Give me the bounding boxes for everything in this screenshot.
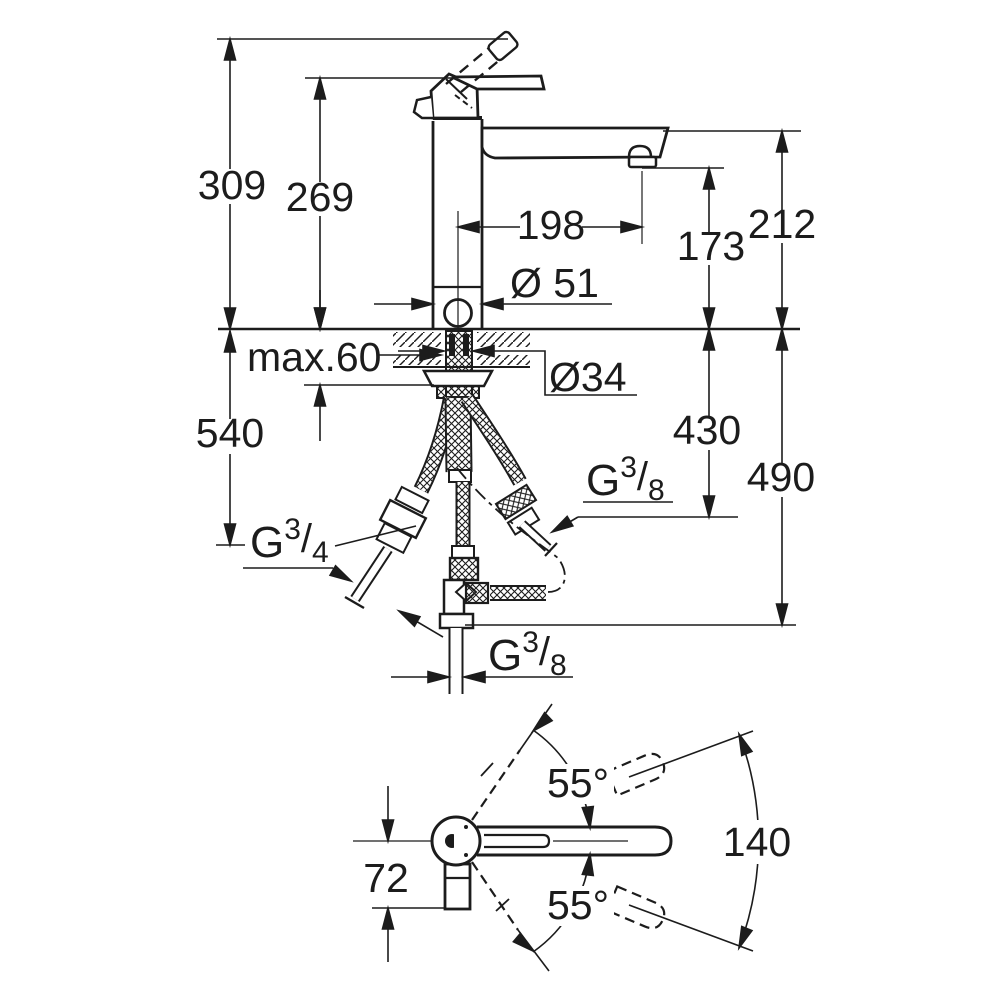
thread-supply-bottom-label: G3/8 — [488, 626, 567, 682]
dimension-labels: 309 269 198 173 212 Ø 51 max.60 Ø34 430 … — [196, 162, 816, 682]
dim-total-height: 309 — [198, 162, 266, 208]
side-view: 309 269 198 173 212 Ø 51 max.60 Ø34 430 … — [196, 30, 816, 694]
top-view: 55° 55° 140 72 — [353, 703, 796, 972]
aerator-dome — [627, 144, 653, 159]
dim-base-diameter: Ø 51 — [510, 260, 599, 306]
top-view-labels: 55° 55° 140 72 — [363, 760, 791, 928]
dim-aerator-height: 173 — [677, 223, 745, 269]
dim-hose-drop-540: 540 — [196, 410, 264, 456]
faucet-body — [412, 30, 670, 330]
dim-swivel-range: 140 — [723, 819, 791, 865]
dim-hole-diameter: Ø34 — [549, 354, 627, 400]
dim-body-offset: 72 — [363, 855, 409, 901]
hose-center-and-valve — [438, 397, 546, 694]
aerator-icon — [627, 155, 658, 169]
dim-swivel-upper: 55° — [547, 760, 609, 806]
handle-top-view — [443, 862, 472, 911]
swivel-positions — [471, 703, 754, 972]
spout — [480, 126, 670, 160]
spout-end-dashed-upper — [605, 752, 666, 797]
thread-supply-side-label: G3/8 — [586, 451, 665, 507]
dim-spout-top-height: 212 — [748, 201, 816, 247]
thread-leaders — [243, 501, 673, 684]
dim-deck-thickness: max.60 — [247, 334, 381, 380]
dim-swivel-lower: 55° — [547, 882, 609, 928]
mounting-flange — [421, 369, 495, 388]
label-backgrounds — [198, 169, 814, 497]
lever-raised-dashed — [445, 30, 519, 93]
top-view-label-backgrounds — [542, 764, 796, 926]
dim-drop-430: 430 — [673, 407, 741, 453]
dim-spout-reach: 198 — [517, 202, 585, 248]
dimensions-left — [216, 38, 508, 546]
dim-drop-490: 490 — [747, 454, 815, 500]
thread-dishwasher-label: G3/4 — [250, 513, 329, 569]
dim-body-height: 269 — [286, 174, 354, 220]
spout-end-dashed-lower — [605, 885, 666, 930]
hose-dishwasher — [344, 396, 459, 610]
top-view-body — [353, 815, 673, 911]
hose-supply-flexible — [456, 393, 566, 593]
